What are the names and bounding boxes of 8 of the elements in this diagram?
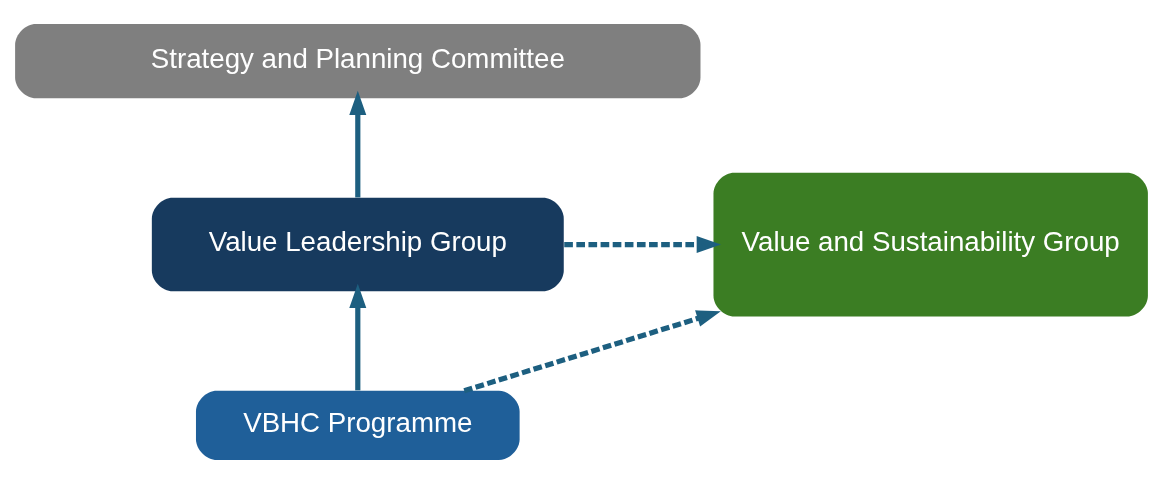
arrow [349,283,367,391]
arrow [349,90,367,198]
node-box: Value and Sustainability Group [713,172,1148,317]
node-box: Strategy and Planning Committee [15,23,701,99]
node-box: Value Leadership Group [151,197,564,292]
arrow [564,236,721,254]
arrow [463,310,721,394]
node-box: VBHC Programme [195,390,520,461]
